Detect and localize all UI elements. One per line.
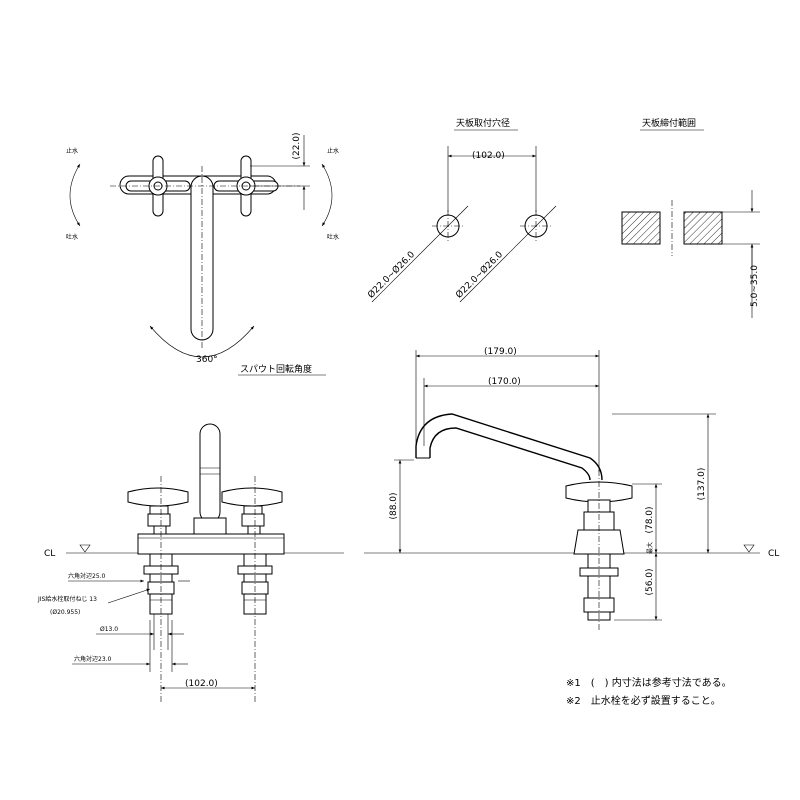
- note-2: ※2 止水栓を必ず設置すること。: [566, 694, 721, 707]
- reach-label: (170.0): [488, 377, 521, 387]
- front-view: CL: [37, 423, 344, 704]
- top-view: (22.0) 止水 吐水 止水 吐水 360° スパウト回転角度: [66, 132, 339, 376]
- note-1: ※1 ( ) 内寸法は参考寸法である。: [566, 676, 732, 689]
- front-base: [137, 533, 285, 555]
- counter-section-left: [621, 211, 661, 245]
- side-spout-outer: [415, 413, 603, 481]
- front-spout: [199, 423, 221, 523]
- left-rotation-arrow: [69, 163, 81, 227]
- front-left-handle: [127, 487, 189, 535]
- handle-offset-label: (22.0): [292, 132, 302, 159]
- right-stop-label: 止水: [327, 147, 339, 155]
- max-label: 最大: [646, 542, 654, 554]
- front-right-handle: [221, 487, 283, 535]
- left-stop-label: 止水: [66, 147, 78, 155]
- notes: ※1 ( ) 内寸法は参考寸法である。 ※2 止水栓を必ず設置すること。: [566, 676, 732, 707]
- side-spout-inner: [429, 427, 591, 481]
- left-discharge-label: 吐水: [66, 233, 78, 241]
- right-hole-leader: [459, 205, 557, 303]
- left-hole-dia-label: Ø22.0~Ø26.0: [366, 249, 418, 301]
- front-spout-nut: [193, 517, 227, 535]
- thread-label: JIS給水栓取付ねじ 13: [37, 595, 97, 603]
- thread-dia-label: (Ø20.955): [50, 609, 80, 616]
- hex-25-label: 六角対辺25.0: [68, 572, 106, 580]
- dia-13-label: Ø13.0: [100, 626, 118, 633]
- rotation-angle-label: 360°: [196, 355, 218, 365]
- hole-pitch-label: (102.0): [472, 151, 505, 161]
- hole-detail: 天板取付穴径 (102.0) Ø22.0~Ø26.0 Ø22.0~Ø26.0: [366, 117, 557, 303]
- side-cl-label: CL: [768, 549, 779, 559]
- front-cl-label: CL: [44, 549, 55, 559]
- rotation-caption: スパウト回転角度: [240, 363, 312, 375]
- reach-total-label: (179.0): [484, 347, 517, 357]
- front-pitch-label: (102.0): [185, 679, 218, 689]
- shank-length-label: (56.0): [645, 568, 655, 595]
- hex-23-label: 六角対辺23.0: [74, 655, 112, 663]
- left-hole-leader: [371, 205, 469, 303]
- counter-section-right: [683, 211, 723, 245]
- side-view: CL (179.0) (170.0) (88.0) (137.0): [364, 347, 779, 630]
- right-hole-dia-label: Ø22.0~Ø26.0: [454, 249, 506, 301]
- right-rotation-arrow: [321, 163, 333, 227]
- max-height-label: (78.0): [645, 506, 655, 533]
- right-discharge-label: 吐水: [327, 233, 339, 241]
- counter-detail-title: 天板締付範囲: [642, 117, 696, 129]
- hole-detail-title: 天板取付穴径: [456, 117, 510, 129]
- total-height-label: (137.0): [697, 468, 707, 501]
- thickness-range-label: 5.0~35.0: [750, 265, 760, 307]
- counter-detail: 天板締付範囲 5.0~35.0: [621, 117, 760, 318]
- spout-height-label: (88.0): [389, 492, 399, 519]
- spout-rotation-arc: [149, 325, 255, 358]
